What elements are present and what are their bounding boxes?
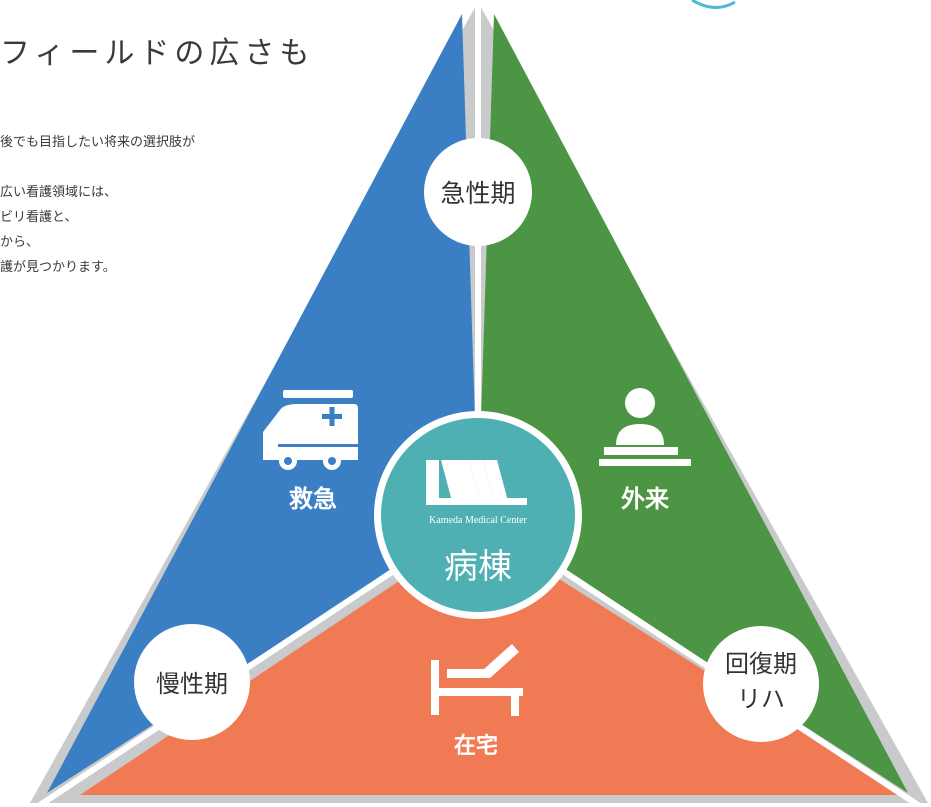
intro-line-4: から、 bbox=[0, 235, 40, 250]
sector-blue bbox=[47, 14, 478, 793]
ambulance-icon bbox=[263, 390, 358, 470]
stage-circle-chronic bbox=[134, 624, 250, 740]
intro-line-3: ビリ看護と、 bbox=[0, 210, 78, 225]
intro-line-1: 後でも目指したい将来の選択肢が bbox=[0, 135, 196, 150]
center-label: 病棟 bbox=[444, 547, 512, 587]
field-label-outpatient: 外来 bbox=[621, 485, 670, 513]
section-heading: フィールドの広さも bbox=[0, 36, 315, 71]
field-label-emergency: 救急 bbox=[289, 485, 337, 513]
stage-circle-acute bbox=[424, 138, 532, 246]
stage-label-chronic: 慢性期 bbox=[156, 670, 228, 698]
receptionist-icon bbox=[599, 388, 691, 466]
stage-label-recovery-line1: 回復期 bbox=[725, 650, 797, 678]
stage-label-acute: 急性期 bbox=[440, 179, 515, 208]
stage-label-recovery-line2: リハ bbox=[737, 685, 785, 713]
field-label-home: 在宅 bbox=[454, 733, 498, 759]
sector-green bbox=[478, 14, 908, 793]
sector-orange bbox=[80, 528, 902, 795]
center-logo-text: Kameda Medical Center bbox=[429, 515, 527, 526]
accent-stroke bbox=[691, 0, 736, 9]
stage-circle-recovery bbox=[703, 626, 819, 742]
intro-line-5: 護が見つかります。 bbox=[0, 260, 116, 275]
kameda-logo-icon bbox=[426, 460, 527, 505]
intro-text: 後でも目指したい将来の選択肢が 広い看護領域には、 ビリ看護と、 から、 護が見… bbox=[0, 130, 195, 280]
intro-line-2: 広い看護領域には、 bbox=[0, 185, 118, 200]
bed-icon bbox=[431, 644, 523, 716]
